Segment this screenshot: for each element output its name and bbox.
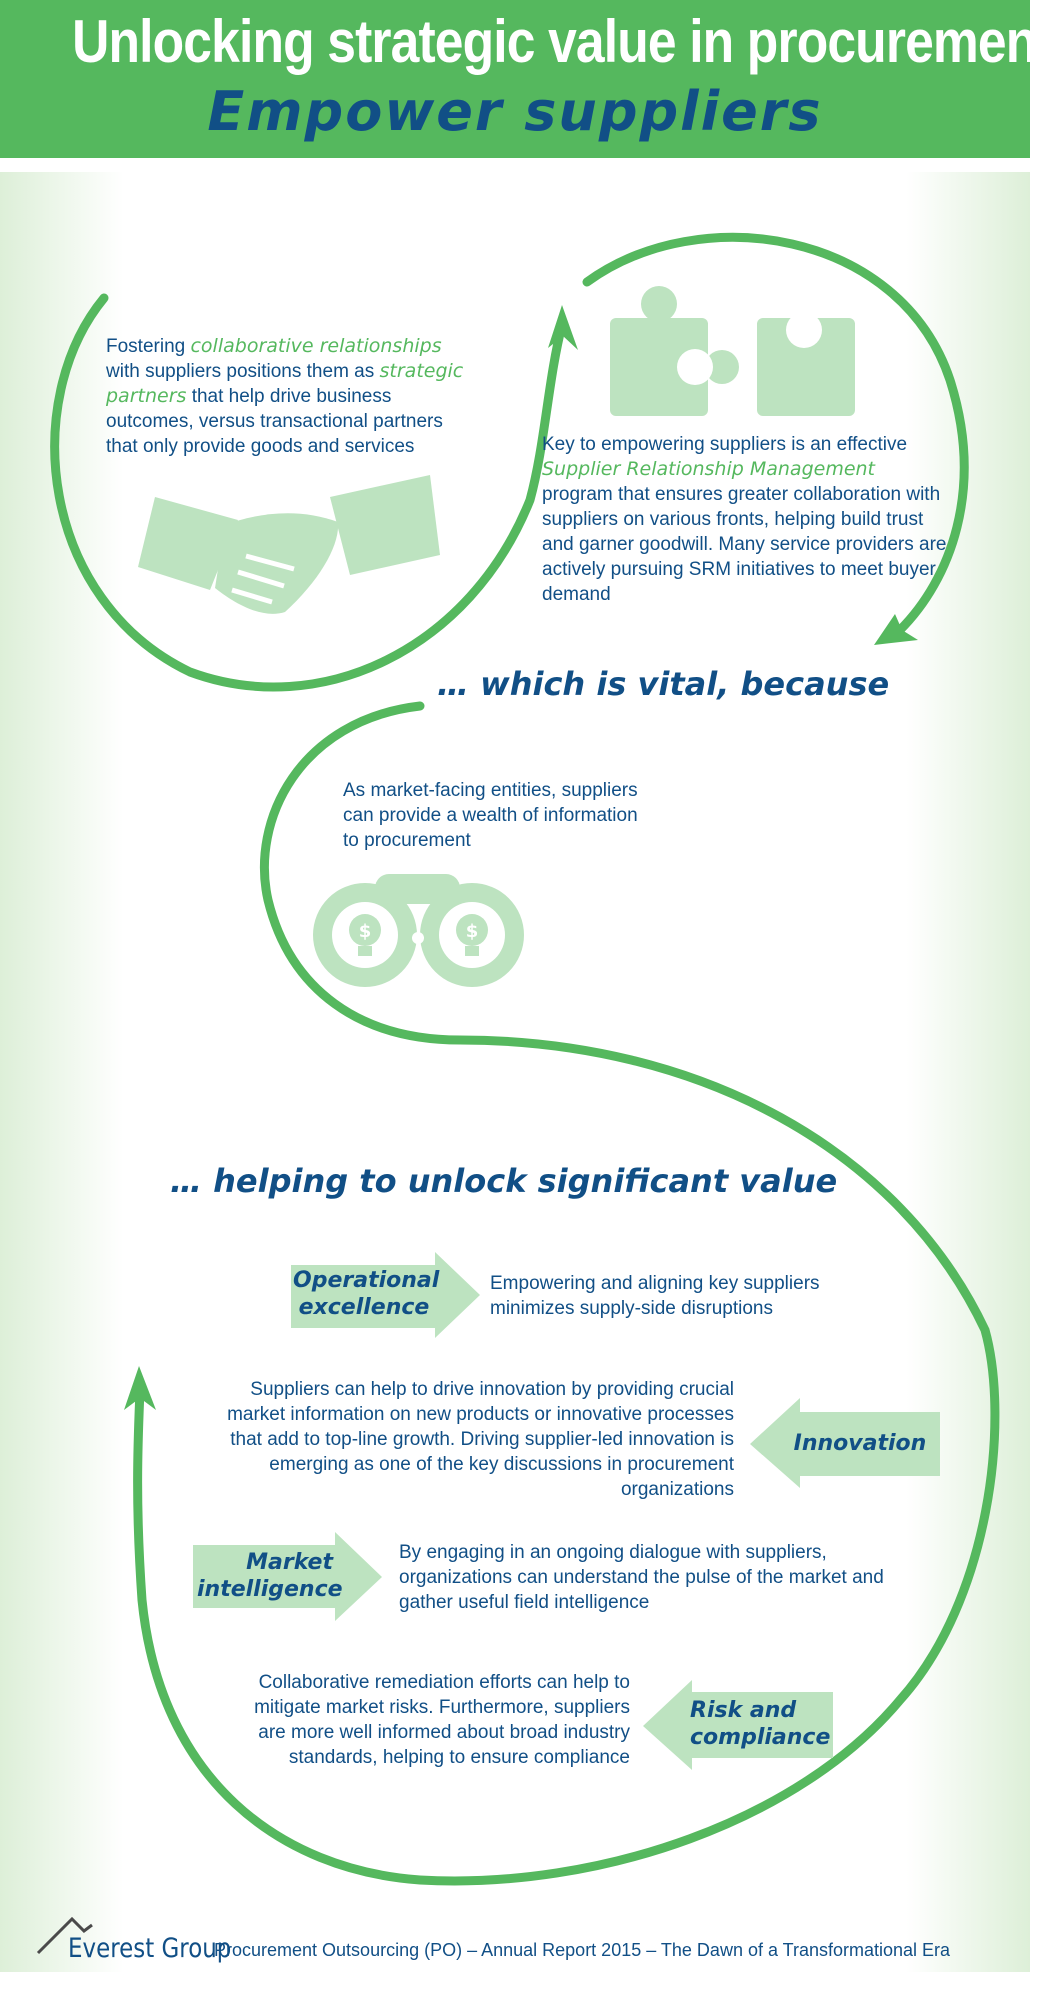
svg-text:$: $ [466,921,479,942]
value-heading: … helping to unlock significant value [170,1162,838,1200]
svg-text:$: $ [359,921,372,942]
arrow-up-left-icon [124,1366,156,1410]
risk-compliance-arrow [643,1680,833,1770]
operational-excellence-text: Empowering and aligning key suppliers mi… [490,1273,820,1319]
collaboration-text: Fostering collaborative relationships wi… [106,334,476,459]
innovation-text: Suppliers can help to drive innovation b… [227,1379,734,1500]
vital-heading: … which is vital, because [437,665,890,703]
collaboration-prefix: Fostering [106,336,191,357]
innovation-arrow [750,1398,940,1488]
market-facing-text: As market-facing entities, suppliers can… [343,780,638,851]
collaboration-suffix: that help drive business outcomes, versu… [106,386,443,457]
footer-text: Procurement Outsourcing (PO) – Annual Re… [214,1940,951,1960]
s-curve-middle [133,701,1000,1886]
page-title: Unlocking strategic value in procurement… [72,8,1043,75]
everest-logo-icon [36,1916,93,1955]
puzzle-icon [610,286,855,416]
srm-highlight: Supplier Relationship Management [542,458,876,480]
binoculars-icon: $ $ [313,874,524,987]
risk-compliance-label: Risk and compliance [690,1698,831,1750]
circle-arc-right [582,232,969,635]
operational-excellence-label: Operational excellence [293,1268,440,1320]
handshake-icon [138,475,440,614]
srm-text: Key to empowering suppliers is an effect… [542,432,947,607]
risk-compliance-text: Collaborative remediation efforts can he… [254,1672,630,1768]
content-background [0,172,1030,1972]
circle-arc-left [50,293,567,692]
srm-suffix: program that ensures greater collaborati… [542,484,947,605]
arrow-down-icon [874,614,918,645]
market-intelligence-text: By engaging in an ongoing dialogue with … [399,1542,884,1613]
market-intelligence-label: Market intelligence [197,1550,343,1602]
everest-group-logo: Everest Group [68,1933,232,1964]
page-subtitle: Empower suppliers [207,80,823,143]
operational-excellence-arrow [291,1252,480,1338]
collaboration-highlight: collaborative relationships [190,335,442,357]
strategic-partners-highlight: strategic partners [106,360,464,407]
market-intelligence-arrow [193,1532,382,1621]
arrow-up-icon [548,305,578,350]
header-banner: Unlocking strategic value in procurement… [0,0,1043,158]
innovation-label: Innovation [793,1431,927,1456]
srm-prefix: Key to empowering suppliers is an effect… [542,434,908,455]
collaboration-mid: with suppliers positions them as [106,361,380,382]
